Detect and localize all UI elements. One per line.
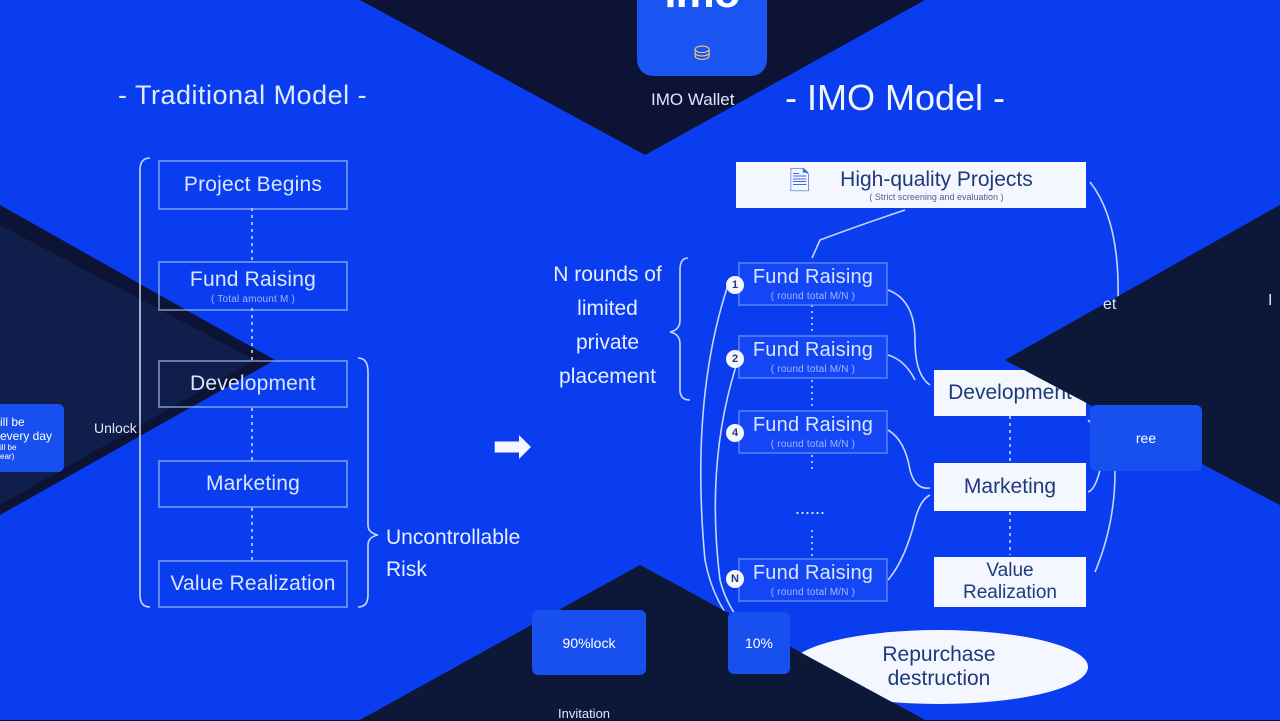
left-info-card: ill be every day ill be ear): [0, 404, 64, 472]
round-badge-2: 2: [726, 350, 744, 368]
edge-letter: I: [1268, 292, 1273, 309]
round-badge-4: 4: [726, 424, 744, 442]
logo-text: imo: [664, 0, 740, 18]
traditional-step-project-begins: Project Begins: [158, 160, 348, 210]
traditional-step-marketing: Marketing: [158, 460, 348, 508]
traditional-step-development: Development: [158, 360, 348, 408]
n-rounds-label: N rounds of limited private placement: [553, 263, 662, 388]
app-name: IMO Wallet: [651, 90, 735, 109]
right-arrow-icon: ➡: [492, 420, 533, 473]
round-badge-n: N: [726, 570, 744, 588]
fund-round-2: Fund Raising ( round total M/N ): [738, 335, 888, 379]
imo-stage-value-realization: Value Realization: [934, 557, 1086, 607]
fund-round-3: Fund Raising ( round total M/N ): [738, 410, 888, 454]
right-fragment-text: et: [1103, 296, 1117, 313]
right-card: ree: [1090, 405, 1202, 471]
high-quality-projects-box: 🗎 High-quality Projects ( Strict screeni…: [736, 162, 1086, 208]
coins-icon: ⛁: [693, 43, 711, 65]
unlock-label-left: Unlock: [94, 420, 137, 436]
traditional-step-fund-raising: Fund Raising ( Total amount M ): [158, 261, 348, 311]
imo-model-title: - IMO Model -: [785, 77, 1006, 118]
invitation-label: Invitation: [558, 706, 611, 721]
document-check-icon: 🗎: [789, 166, 811, 196]
lock-10-button[interactable]: 10%: [728, 612, 790, 674]
traditional-model-title: - Traditional Model -: [118, 80, 368, 110]
traditional-step-value-realization: Value Realization: [158, 560, 348, 608]
imo-logo: imo ⛁: [637, 0, 767, 76]
lock-90-button[interactable]: 90%lock: [532, 610, 646, 675]
uncontrollable-risk-label: Uncontrollable Risk: [386, 526, 521, 581]
imo-stage-marketing: Marketing: [934, 463, 1086, 511]
fund-round-n: Fund Raising ( round total M/N ): [738, 558, 888, 602]
rounds-ellipsis: ......: [795, 498, 826, 518]
round-badge-1: 1: [726, 276, 744, 294]
fund-round-1: Fund Raising ( round total M/N ): [738, 262, 888, 306]
